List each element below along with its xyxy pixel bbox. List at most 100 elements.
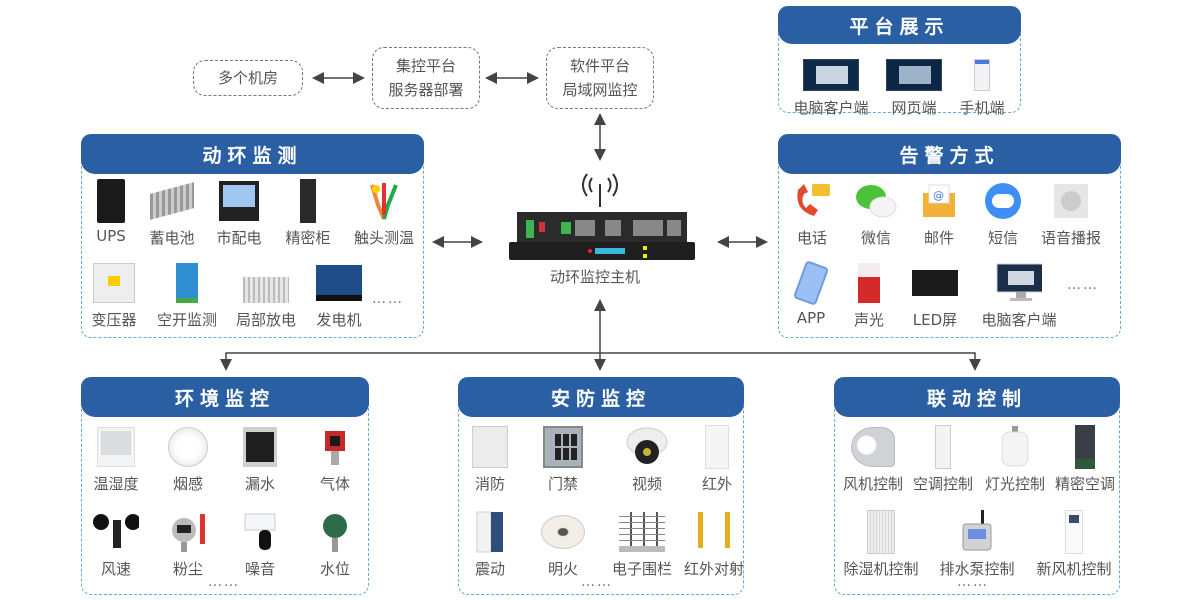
platform-label: 手机端	[959, 99, 1005, 117]
alarm-item-monitor: 电脑客户端	[979, 261, 1059, 330]
more-indicator: ……	[957, 574, 989, 590]
alarm-item-phone: 电话	[772, 179, 852, 248]
item-label: 发电机	[316, 311, 362, 329]
sec-item-access: 门禁	[523, 425, 603, 494]
battery-icon	[149, 179, 195, 223]
server-line-1: 集控平台	[395, 57, 456, 75]
link-item-light: 灯光控制	[975, 425, 1055, 494]
item-label: 语音播报	[1040, 229, 1101, 247]
item-label: LED屏	[912, 311, 958, 329]
panel-security: 安防监控 消防 门禁 视频 红外 震动 明火 电子围栏 红外对射 ……	[458, 377, 744, 595]
item-label: 水位	[319, 560, 350, 578]
item-label: 视频	[631, 475, 662, 493]
item-label: 市配电	[216, 229, 262, 247]
app-phone-icon	[788, 260, 834, 306]
power-item-battery: 蓄电池	[132, 179, 212, 248]
link-item-precision-ac: 精密空调	[1045, 425, 1125, 494]
alarm-item-app: APP	[771, 260, 851, 327]
item-label: 精密柜	[285, 229, 331, 247]
item-label: 灯光控制	[984, 475, 1045, 493]
pir-sensor-icon	[694, 425, 740, 469]
svg-text:@: @	[933, 189, 944, 202]
anemometer-icon	[93, 510, 139, 554]
more-indicator: ……	[1067, 277, 1099, 293]
precision-cabinet-icon	[285, 179, 331, 223]
env-item-water-level: 水位	[295, 510, 375, 579]
panel-linkage-title: 联动控制	[834, 377, 1120, 417]
email-icon: @	[916, 179, 962, 223]
item-label: 电子围栏	[611, 560, 672, 578]
power-item-generator: 发电机	[299, 261, 379, 330]
precision-ac-icon	[1062, 425, 1108, 469]
host-graphic	[509, 173, 695, 260]
server-deploy-box: 集控平台 服务器部署	[372, 47, 480, 109]
software-line-2: 局域网监控	[562, 81, 638, 99]
platform-label: 网页端	[891, 99, 937, 117]
env-item-gas: 气体	[295, 425, 375, 494]
panel-platform-title: 平台展示	[778, 6, 1021, 44]
sms-icon	[980, 179, 1026, 223]
breaker-module-icon	[164, 261, 210, 305]
item-label: 短信	[987, 229, 1018, 247]
server-line-2: 服务器部署	[388, 81, 464, 99]
item-label: 红外	[701, 475, 732, 493]
alarm-item-wechat: 微信	[836, 179, 916, 248]
link-item-pump: 排水泵控制	[937, 510, 1017, 579]
software-line-1: 软件平台	[569, 57, 630, 75]
item-label: 新风机控制	[1036, 560, 1112, 578]
power-item-partial-discharge: 局部放电	[226, 261, 306, 330]
web-dashboard-icon	[886, 53, 942, 97]
power-item-breaker: 空开监测	[147, 261, 227, 330]
power-item-cabinet: 精密柜	[268, 179, 348, 248]
access-keypad-icon	[540, 425, 586, 469]
item-label: 电话	[796, 229, 827, 247]
dust-sensor-icon	[165, 510, 211, 554]
transformer-icon	[91, 261, 137, 305]
software-platform-box: 软件平台 局域网监控	[546, 47, 654, 109]
siren-icon	[846, 261, 892, 305]
dome-camera-icon	[624, 425, 670, 469]
alarm-item-led: LED屏	[895, 261, 975, 330]
smoke-detector-icon	[165, 425, 211, 469]
more-indicator: ……	[372, 291, 404, 307]
env-item-anemometer: 风速	[76, 510, 156, 579]
sec-item-video: 视频	[607, 425, 687, 494]
gas-detector-icon	[312, 425, 358, 469]
item-label: 温湿度	[93, 475, 139, 493]
generator-icon	[316, 261, 362, 305]
power-meter-icon	[216, 179, 262, 223]
noise-sensor-icon	[237, 510, 283, 554]
sec-item-fire: 消防	[450, 425, 530, 494]
panel-alarm-title: 告警方式	[778, 134, 1121, 174]
platform-label: 电脑客户端	[793, 99, 869, 117]
link-item-fresh-air: 新风机控制	[1034, 510, 1114, 579]
env-item-smoke: 烟感	[148, 425, 228, 494]
water-leak-icon	[237, 425, 283, 469]
power-item-transformer: 变压器	[74, 261, 154, 330]
item-label: 邮件	[923, 229, 954, 247]
desktop-dashboard-icon	[803, 53, 859, 97]
env-item-thermo: 温湿度	[76, 425, 156, 494]
item-label: 漏水	[244, 475, 275, 493]
item-label: 粉尘	[172, 560, 203, 578]
panel-platform: 平台展示 电脑客户端 网页端 手机端	[778, 6, 1021, 117]
item-label: 局部放电	[235, 311, 296, 329]
fire-panel-icon	[467, 425, 513, 469]
monitoring-host	[495, 172, 705, 262]
item-label: 红外对射	[683, 560, 744, 578]
panel-power-env-title: 动环监测	[81, 134, 424, 174]
item-label: 空调控制	[912, 475, 973, 493]
alarm-item-sms: 短信	[963, 179, 1043, 248]
thermo-hygrometer-icon	[93, 425, 139, 469]
platform-item-web: 网页端	[874, 53, 954, 118]
item-label: 微信	[860, 229, 891, 247]
alarm-item-speaker: 语音播报	[1031, 179, 1111, 248]
panel-environment: 环境监控 温湿度 烟感 漏水 气体 风速 粉尘 噪音 水位 ……	[81, 377, 369, 595]
speaker-icon	[1048, 179, 1094, 223]
alarm-item-email: @ 邮件	[899, 179, 979, 248]
env-item-noise: 噪音	[220, 510, 300, 579]
item-label: APP	[796, 309, 826, 327]
item-label: 门禁	[547, 475, 578, 493]
panel-security-title: 安防监控	[458, 377, 744, 417]
flame-detector-icon	[540, 510, 586, 554]
